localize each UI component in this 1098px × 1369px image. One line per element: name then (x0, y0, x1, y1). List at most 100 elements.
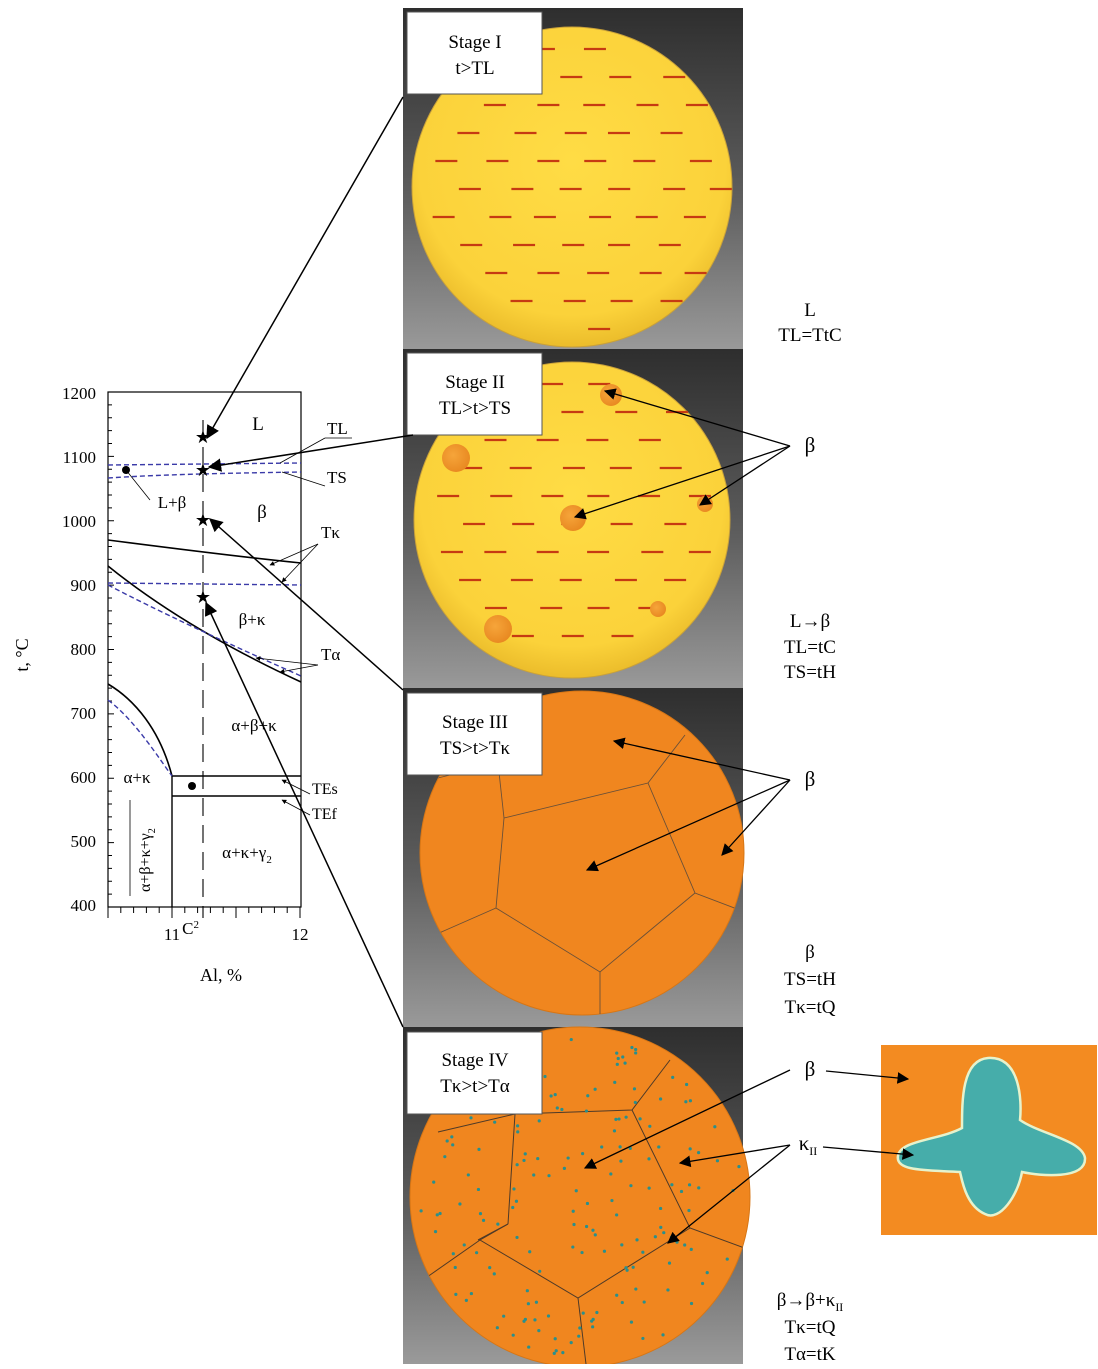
stage-4-star: ★ (195, 587, 211, 607)
kappa-precipitate-dot (566, 1156, 570, 1160)
stage-3-condition: TS>t>Tκ (440, 738, 510, 759)
kappa-precipitate-dot (647, 1186, 651, 1190)
stage-4-title: Stage IV (441, 1050, 508, 1071)
kappa-precipitate-dot (515, 1124, 520, 1128)
kappa-precipitate-dot (641, 1250, 645, 1254)
kappa-precipitate-dot (725, 1257, 729, 1261)
kappa-precipitate-dot (713, 1125, 717, 1129)
x-axis-ticks (107, 907, 301, 918)
kappa-precipitate-dot (631, 1265, 635, 1269)
phase-pointer-arrows (573, 388, 915, 1244)
stage-2-notes: L→β TL=tC TS=tH (784, 611, 836, 683)
y-tick-label: 700 (71, 704, 97, 723)
stage-2-beta-label: β (805, 433, 816, 457)
y-tick-label: 900 (71, 576, 97, 595)
kappa-precipitate-dot (511, 1205, 515, 1210)
kappa-precipitate-dot (687, 1183, 692, 1187)
stage-4-note: β→β+κII (777, 1290, 844, 1314)
beta-arrow (699, 445, 791, 506)
kappa-precipitate-dot (464, 1298, 468, 1303)
kappa-precipitate-dot (533, 1318, 537, 1322)
y-axis-label: t, °C (12, 638, 32, 671)
stage-4-note: Tκ=tQ (785, 1317, 836, 1338)
kappa-precipitate-dot (532, 1173, 536, 1177)
kappa-precipitate-dot (628, 1146, 632, 1150)
kappa-precipitate-dot (469, 1291, 473, 1296)
label-Talpha: Tα (321, 645, 340, 664)
leader-line (281, 471, 326, 487)
kappa-precipitate-dot (586, 1094, 590, 1098)
label-TEs: TEs (312, 781, 338, 798)
kappa-precipitate-dot (577, 1334, 581, 1338)
leader-line (281, 779, 311, 795)
kappa-precipitate-dot (493, 1120, 497, 1124)
kappa-precipitate-dot (623, 1061, 627, 1065)
kappa-precipitate-dot (616, 1056, 620, 1061)
stage-1-note: L (804, 300, 816, 321)
kappa-precipitate-dot (653, 1235, 657, 1239)
stage-1-melt-dashes (432, 47, 732, 331)
stage-3-beta-label: β (805, 767, 816, 791)
kappa-precipitate-dot (525, 1289, 529, 1293)
kappa-precipitate-dot (522, 1319, 526, 1323)
kappa-precipitate-dot (477, 1147, 481, 1152)
kappa-precipitate-dot (553, 1093, 557, 1097)
kappa-precipitate-dot (516, 1130, 520, 1134)
stage-4-grain-boundaries (419, 1059, 750, 1365)
kappa-precipitate-dot (689, 1301, 694, 1306)
stage-1-notes: L TL=TtC (778, 300, 842, 346)
region-label-alpha-beta-kappa-gamma: α+β+κ+γ2 (137, 828, 158, 892)
ts-dashed-line (107, 471, 302, 479)
stage-3-notes: β TS=tH Tκ=tQ (784, 942, 836, 1018)
stage-1-note: TL=TtC (778, 325, 842, 346)
kappa-precipitate-dot (511, 1333, 515, 1337)
stage-3-title-box (406, 692, 543, 776)
kappa-precipitate-dot (527, 1345, 531, 1349)
stage-4-notes: β→β+κII Tκ=tQ Tα=tK (777, 1290, 844, 1365)
stage-4-note: Tα=tK (784, 1344, 836, 1364)
stage-3-title: Stage III (442, 712, 508, 733)
kappa-precipitate-dot (569, 1341, 573, 1345)
kappa-precipitate-dot (453, 1265, 457, 1270)
kappa-precipitate-dot (512, 1187, 516, 1191)
stage-3-note: TS=tH (784, 969, 836, 990)
kappa-precipitate-dot (523, 1152, 527, 1156)
kappa-precipitate-dot (547, 1174, 551, 1178)
kappa-precipitate-dot (630, 1045, 634, 1050)
kappa-precipitate-dot (492, 1272, 496, 1276)
region-label-alpha-beta-kappa: α+β+κ (231, 716, 277, 735)
stage-4-kappa-label: κII (799, 1131, 818, 1158)
stage-2-link-arrow (207, 434, 414, 472)
kappa-precipitate-dot (659, 1206, 663, 1211)
kappa-arrow (678, 1144, 791, 1168)
kappa-precipitate-dot (590, 1319, 594, 1323)
label-Tkappa: Tκ (321, 523, 340, 542)
kappa-precipitate-dot (554, 1349, 558, 1353)
label-TS: TS (327, 468, 347, 487)
leader-line (125, 469, 151, 501)
kappa-precipitate-dot (584, 1224, 589, 1229)
kappa-precipitate-dot (528, 1250, 532, 1254)
kappa-precipitate-dot (534, 1300, 539, 1304)
region-label-L: L (252, 414, 264, 435)
region-label-alpha-kappa: α+κ (123, 768, 150, 787)
kappa-arrow (667, 1144, 791, 1244)
kappa-precipitate-dot (629, 1320, 634, 1324)
kappa-precipitate-dot (688, 1099, 693, 1103)
stage-link-arrows (204, 96, 414, 1028)
kappa-precipitate-dot (705, 1270, 709, 1275)
beta-arrow (585, 779, 791, 872)
kappa-precipitate-dot (591, 1228, 595, 1232)
stage-4-beta-label: β (805, 1057, 816, 1081)
kappa-precipitate-dot (615, 1213, 619, 1217)
stage-1-melt-circle (411, 26, 733, 348)
stage-1-star: ★ (195, 427, 211, 447)
leader-line (279, 437, 326, 464)
kappa-precipitate-dot (561, 1351, 565, 1355)
x-tick-label: 11 (164, 925, 180, 944)
kappa-precipitate-dot (569, 1037, 573, 1042)
kappa-precipitate-dot (615, 1062, 619, 1066)
kappa-precipitate-dot (666, 1288, 670, 1292)
kappa-precipitate-dot (581, 1311, 585, 1315)
kappa-precipitate-dot (657, 1145, 661, 1149)
